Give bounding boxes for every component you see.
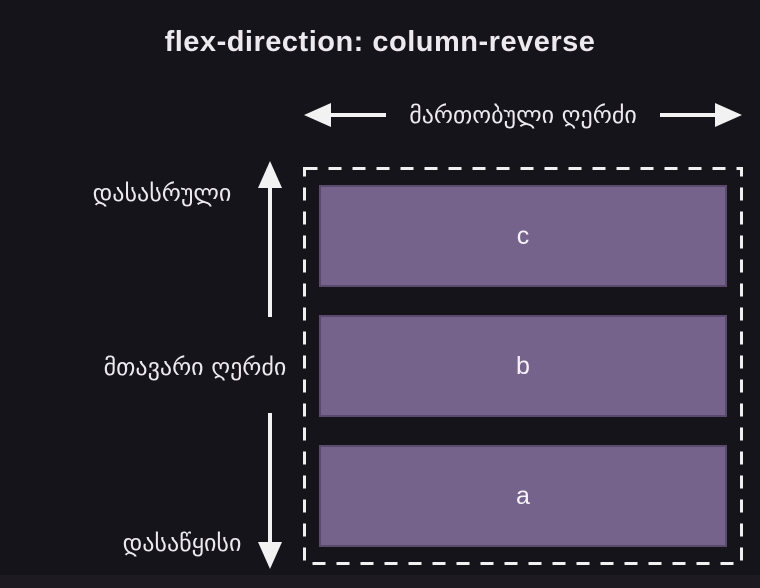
- cross-axis-left-arrow-icon: [304, 103, 386, 127]
- flex-container-dashed-outline: [303, 167, 743, 565]
- page-title: flex-direction: column-reverse: [164, 26, 596, 58]
- main-axis-start-label: დასაწყისი: [122, 529, 242, 557]
- cross-axis-label: მართობული ღერძი: [409, 101, 637, 129]
- footer-strip: [0, 575, 760, 588]
- flex-item-b: b: [319, 315, 727, 417]
- main-axis-down-arrow-icon: [258, 413, 282, 569]
- flex-item-c: c: [319, 185, 727, 287]
- cross-axis-right-arrow-icon: [660, 103, 742, 127]
- cross-axis-row: მართობული ღერძი: [303, 96, 743, 134]
- main-axis-end-label: დასასრული: [92, 179, 232, 207]
- flex-item-a: a: [319, 445, 727, 547]
- main-axis-label: მთავარი ღერძი: [103, 353, 287, 381]
- main-axis-up-arrow-icon: [258, 161, 282, 317]
